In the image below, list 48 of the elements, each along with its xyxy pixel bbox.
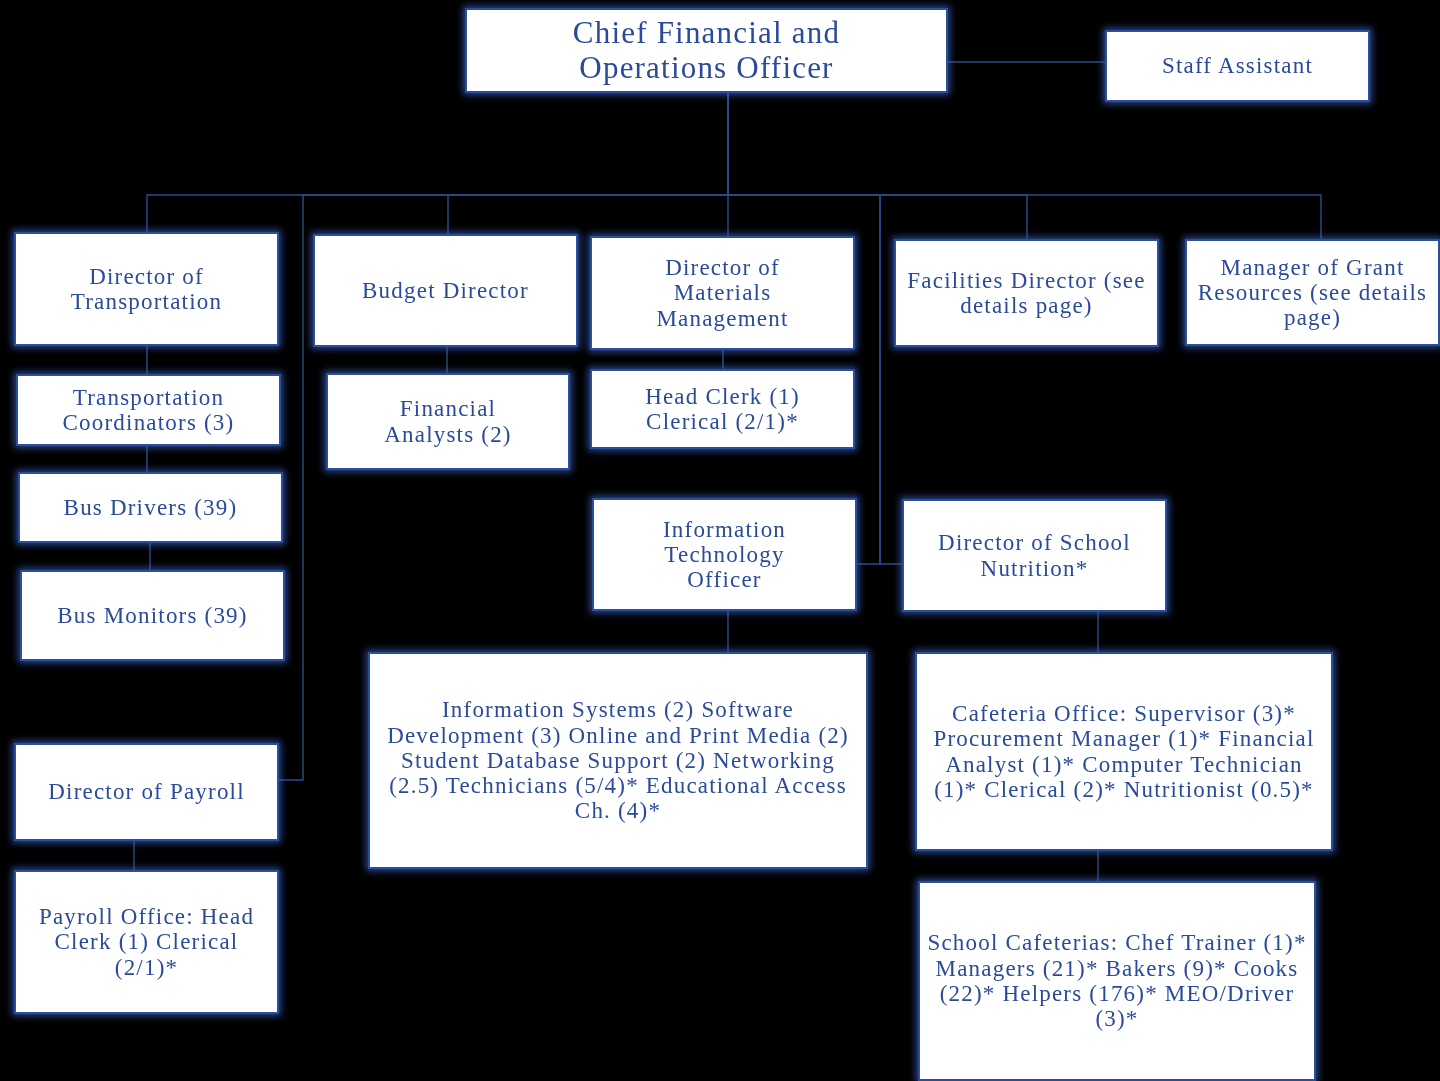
role-title: Director of School Nutrition*: [937, 530, 1132, 581]
role-title: Payroll Office: Head Clerk (1) Clerical (2/1)*: [37, 904, 256, 980]
org-box: [14, 870, 279, 1014]
role-title: Transportation Coordinators (3): [61, 384, 236, 436]
role-title: School Cafeterias: Chef Trainer (1)* Managers (21)* Bakers (9)* Cooks (22)* Helpers (176)* MEO/Driver (3)*: [926, 930, 1308, 1032]
org-box: [902, 499, 1167, 612]
org-box: [590, 369, 855, 449]
org-box: [1105, 30, 1370, 102]
org-box: [14, 743, 279, 841]
org-box: [592, 498, 857, 611]
role-title: Financial Analysts (2): [383, 396, 513, 447]
role-title: Information Technology Officer: [661, 516, 788, 593]
org-box: [20, 570, 285, 661]
org-box: [326, 373, 570, 470]
role-title: Information Systems (2) Software Development (3) Online and Print Media (2) Student Database Support (2) Networking (2.5) Technicians (5/4)* Educational Access Ch. (4)*: [386, 697, 850, 824]
connector-line: [1097, 850, 1099, 882]
role-title: Staff Assistant: [1160, 53, 1315, 79]
role-title: Manager of Grant Resources (see details page): [1196, 254, 1429, 331]
role-title: Chief Financial and Operations Officer: [571, 15, 842, 86]
connector-line: [146, 345, 148, 375]
org-box: [1185, 239, 1440, 346]
role-title: Cafeteria Office: Supervisor (3)* Procurement Manager (1)* Financial Analyst (1)* Computer Technician (1)* Clerical (2)* Nutritionist (0.5)*: [932, 700, 1316, 803]
connector-line: [133, 840, 135, 871]
org-box: [590, 236, 855, 350]
connector-line: [146, 445, 148, 473]
org-box: [918, 881, 1316, 1081]
org-box: [368, 652, 868, 869]
org-box: [16, 374, 281, 446]
org-box: [894, 239, 1159, 347]
role-title: Bus Monitors (39): [56, 602, 249, 629]
role-title: Head Clerk (1) Clerical (2/1)*: [644, 383, 801, 435]
role-title: Director of Payroll: [47, 779, 246, 805]
role-title: Director of Transportation: [69, 263, 224, 315]
role-title: Budget Director: [361, 277, 530, 304]
org-box: [18, 472, 283, 543]
org-box: [313, 234, 578, 347]
org-box: [14, 232, 279, 346]
connector-line: [727, 610, 729, 653]
connector-line: [1097, 611, 1099, 653]
org-box: [465, 8, 948, 93]
connector-line: [446, 346, 448, 374]
role-title: Director of Materials Management: [655, 255, 790, 331]
org-box: [915, 652, 1333, 851]
connector-line: [722, 349, 724, 370]
role-title: Facilities Director (see details page): [906, 267, 1147, 319]
role-title: Bus Drivers (39): [62, 494, 239, 521]
connector-line: [947, 61, 1106, 63]
connector-line: [149, 542, 151, 571]
